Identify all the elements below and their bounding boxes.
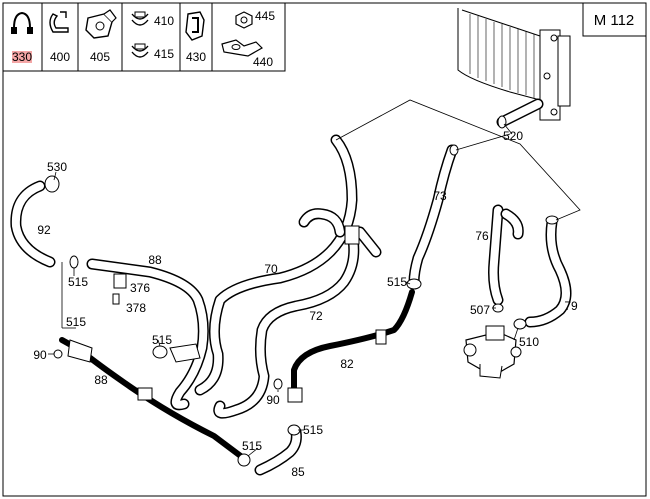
legend-label-445: 445 [255,9,275,23]
callout-88-bottom: 88 [94,373,108,387]
clamp-330-icon [11,11,33,34]
diagram-title: M 112 [594,12,635,29]
bracket-405-icon [85,9,117,39]
legend-label-440: 440 [253,55,273,69]
clip-400-icon [49,11,69,33]
callout-507: 507 [470,303,490,317]
bracket-440-icon [221,39,263,57]
nut-445-icon [235,11,253,29]
legend-label-415: 415 [154,47,174,61]
hose-85 [254,426,302,476]
clip-410-icon [131,11,149,26]
highlight-330 [12,51,32,63]
hose-88-top [86,258,209,411]
callout-90-mid: 90 [266,393,280,407]
callout-515-c: 515 [152,333,172,347]
hose-79 [524,216,572,328]
hose-70 [194,134,358,396]
callout-515-b: 515 [66,315,86,329]
holder-430-icon [185,11,205,41]
legend-label-330: 330 [12,50,32,64]
hose-76 [488,204,524,306]
hose-junction-upper [298,208,382,258]
pipe-82 [287,289,415,403]
callout-82: 82 [340,357,354,371]
leader-lines [48,99,581,457]
radiator [457,8,571,121]
callout-70: 70 [264,262,278,276]
callout-520: 520 [503,129,523,143]
callout-515-e: 515 [242,439,262,453]
callout-92: 92 [37,223,51,237]
callout-515-f: 515 [387,275,407,289]
legend-label-410: 410 [154,14,174,28]
callout-labels: 530 92 515 88 376 378 515 515 90 88 70 7… [33,129,578,479]
callout-90-left: 90 [33,348,47,362]
callout-85: 85 [291,465,305,479]
callout-72: 72 [309,309,323,323]
callout-530: 530 [47,160,67,174]
clamps-and-fittings [44,115,559,467]
clip-415-icon [131,43,149,58]
radiator-outlet-pipe [496,98,544,128]
callout-515-a: 515 [68,275,88,289]
title-box: M 112 [582,2,647,37]
callout-510: 510 [519,335,539,349]
callout-376: 376 [130,281,150,295]
callout-88-top: 88 [148,253,162,267]
callout-79: 79 [564,299,578,313]
legend-label-400: 400 [50,50,70,64]
legend-label-405: 405 [90,50,110,64]
callout-73: 73 [433,189,447,203]
hose-72 [213,228,360,419]
legend-label-430: 430 [186,50,206,64]
callout-515-d: 515 [303,423,323,437]
hose-73 [408,144,458,288]
hose-92 [10,180,56,268]
callout-76: 76 [475,229,489,243]
parts-legend: 330 400 405 410 415 430 [2,2,286,72]
valve-assembly [463,325,522,379]
callout-378: 378 [126,301,146,315]
